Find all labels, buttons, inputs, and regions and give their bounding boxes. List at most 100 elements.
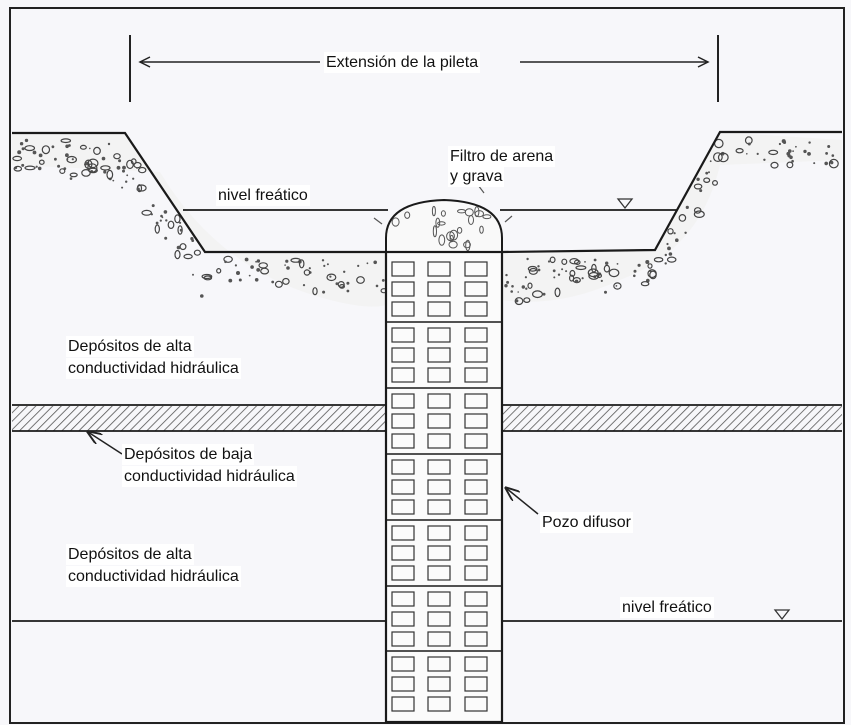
gravel-pebble xyxy=(561,258,568,265)
gravel-grain xyxy=(561,268,564,271)
gravel-particles xyxy=(12,136,839,306)
well-block xyxy=(391,545,415,561)
gravel-grain xyxy=(526,257,529,261)
gravel-grain xyxy=(791,159,794,163)
well-block xyxy=(427,525,451,541)
gravel-pebble xyxy=(258,262,268,269)
gravel-grain xyxy=(504,284,508,288)
gravel-pebble xyxy=(647,269,657,279)
gravel-pebble xyxy=(326,273,337,282)
gravel-grain xyxy=(32,150,37,155)
well-block xyxy=(391,413,415,429)
gravel-grain xyxy=(323,264,326,267)
gravel-grain xyxy=(190,237,194,241)
gravel-grain xyxy=(89,147,91,150)
well-block xyxy=(427,611,451,627)
gravel-grain xyxy=(286,266,290,270)
gravel-pebble xyxy=(274,280,283,288)
gravel-grain xyxy=(705,171,709,175)
gravel-grain xyxy=(373,260,378,265)
well-block xyxy=(391,347,415,363)
low-conductivity-arrow-icon xyxy=(88,432,123,455)
gravel-grain xyxy=(547,260,551,263)
gravel-grain xyxy=(224,260,227,264)
well-block xyxy=(427,676,451,692)
gravel-pebble xyxy=(717,152,729,163)
gravel-grain xyxy=(825,152,828,155)
well-block xyxy=(464,591,488,607)
well-block xyxy=(464,261,488,277)
gravel-grain xyxy=(747,142,751,146)
gravel-pebble xyxy=(223,255,233,263)
gravel-pebble xyxy=(141,209,152,216)
gravel-grain xyxy=(335,282,339,286)
gravel-pebble xyxy=(587,268,599,278)
gravel-pebble xyxy=(154,224,160,234)
gravel-grain xyxy=(250,265,254,269)
gravel-pebble xyxy=(87,163,98,173)
gravel-pebble xyxy=(79,144,87,150)
gravel-grain xyxy=(271,280,275,284)
gravel-grain xyxy=(537,265,540,268)
gravel-pebble xyxy=(174,249,181,260)
gravel-grain xyxy=(515,299,519,303)
well-block xyxy=(464,545,488,561)
gravel-grain xyxy=(163,210,168,214)
gravel-pebble xyxy=(69,172,78,178)
well-block xyxy=(427,433,451,449)
well-block xyxy=(391,676,415,692)
gravel-grain xyxy=(116,165,121,170)
well-block xyxy=(391,696,415,712)
basin-outline xyxy=(12,130,842,254)
gravel-pebble xyxy=(569,258,580,265)
well-block xyxy=(464,479,488,495)
gravel-grain xyxy=(637,263,641,267)
well-block xyxy=(427,301,451,317)
well-block xyxy=(464,413,488,429)
gravel-pebble xyxy=(24,145,36,152)
gravel-grain xyxy=(708,171,710,174)
gravel-pebble xyxy=(666,256,677,263)
well-block xyxy=(427,347,451,363)
gravel-grain xyxy=(51,145,55,149)
well-block xyxy=(391,656,415,672)
high-conductivity-upper-line1: Depósitos de alta xyxy=(66,336,194,357)
gravel-grain xyxy=(54,157,57,161)
filter-pebble xyxy=(479,225,484,234)
well-block xyxy=(464,281,488,297)
gravel-grain xyxy=(228,278,233,283)
gravel-pebble xyxy=(786,161,794,169)
gravel-grain xyxy=(200,294,204,298)
gravel-pebble xyxy=(527,282,533,289)
filter-pebble xyxy=(463,241,471,249)
gravel-pebble xyxy=(137,166,147,174)
gravel-grain xyxy=(633,269,637,273)
extension-label: Extensión de la pileta xyxy=(324,52,481,73)
gravel-grain xyxy=(615,285,618,287)
gravel-grain xyxy=(165,219,168,222)
gravel-pebble xyxy=(100,165,111,171)
gravel-pebble xyxy=(203,275,213,281)
gravel-pebble xyxy=(667,228,674,235)
filter-pebble xyxy=(404,211,411,219)
gravel-grain xyxy=(107,142,111,146)
gravel-grain xyxy=(584,261,586,263)
gravel-grain xyxy=(66,158,69,161)
gravel-pebble xyxy=(87,158,99,169)
gravel-grain xyxy=(302,284,306,287)
high-conductivity-lower-line2: conductividad hidráulica xyxy=(66,566,241,587)
gravel-grain xyxy=(673,232,676,235)
gravel-grain xyxy=(792,150,794,153)
gravel-grain xyxy=(699,189,703,193)
gravel-grain xyxy=(71,158,74,161)
gravel-pebble xyxy=(554,287,561,298)
filter-pebble xyxy=(482,214,492,220)
gravel-grain xyxy=(557,273,561,276)
gravel-pebble xyxy=(337,281,345,288)
gravel-grain xyxy=(510,290,513,293)
gravel-grain xyxy=(511,285,514,288)
gravel-grain xyxy=(321,259,325,262)
gravel-grain xyxy=(192,273,194,276)
gravel-grain xyxy=(645,260,650,264)
gravel-pebble xyxy=(569,269,576,277)
